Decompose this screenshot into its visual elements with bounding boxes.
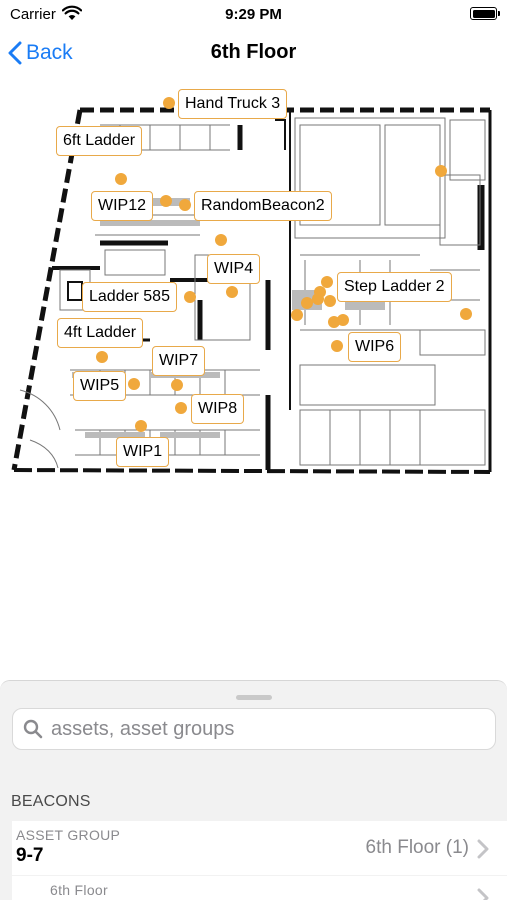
section-header-beacons: BEACONS [11,793,91,810]
marker-label-randombeacon2[interactable]: RandomBeacon2 [194,191,332,221]
marker-label-wip1[interactable]: WIP1 [116,437,170,467]
marker-label-wip12[interactable]: WIP12 [91,191,154,221]
chevron-right-icon [477,839,489,859]
floor-plan-drawing [11,97,492,474]
search-icon [23,719,43,739]
asset-group-title: 9-7 [16,845,44,866]
chevron-left-icon [8,41,22,65]
carrier-label: Carrier [10,6,56,23]
marker-label-4ft-ladder[interactable]: 4ft Ladder [57,318,144,348]
search-input[interactable] [51,717,471,741]
status-bar: Carrier 9:29 PM [0,0,507,28]
asset-group-detail: 6th Floor (1) [365,837,469,858]
floor-row-caption: 6th Floor [50,882,108,898]
back-button-label: Back [26,41,73,64]
marker-label-wip5[interactable]: WIP5 [73,371,127,401]
sheet-grabber[interactable] [236,695,272,700]
navigation-bar: Back 6th Floor [0,28,507,78]
battery-icon [470,7,500,20]
floor-row[interactable]: 6th Floor [12,876,507,900]
marker-label-hand-truck-3[interactable]: Hand Truck 3 [178,89,288,119]
marker-label-6ft-ladder[interactable]: 6ft Ladder [56,126,143,156]
marker-label-wip8[interactable]: WIP8 [191,394,245,424]
asset-group-caption: ASSET GROUP [16,827,121,843]
floor-plan-map[interactable]: Hand Truck 3 6ft Ladder WIP12 RandomBeac… [0,80,507,480]
marker-label-wip7[interactable]: WIP7 [152,346,206,376]
asset-group-row[interactable]: ASSET GROUP 9-7 6th Floor (1) [12,821,507,875]
page-title: 6th Floor [210,41,297,63]
marker-label-ladder-585[interactable]: Ladder 585 [82,282,177,312]
back-button[interactable]: Back [8,36,73,70]
bottom-sheet: BEACONS ASSET GROUP 9-7 6th Floor (1) 6t… [0,680,507,900]
wifi-icon [61,5,83,26]
beacon-markers [96,97,472,432]
marker-label-wip6[interactable]: WIP6 [348,332,402,362]
search-bar[interactable] [12,708,496,750]
marker-label-wip4[interactable]: WIP4 [207,254,261,284]
marker-label-step-ladder-2[interactable]: Step Ladder 2 [337,272,452,302]
chevron-right-icon [477,888,489,900]
status-time: 9:29 PM [225,6,282,23]
